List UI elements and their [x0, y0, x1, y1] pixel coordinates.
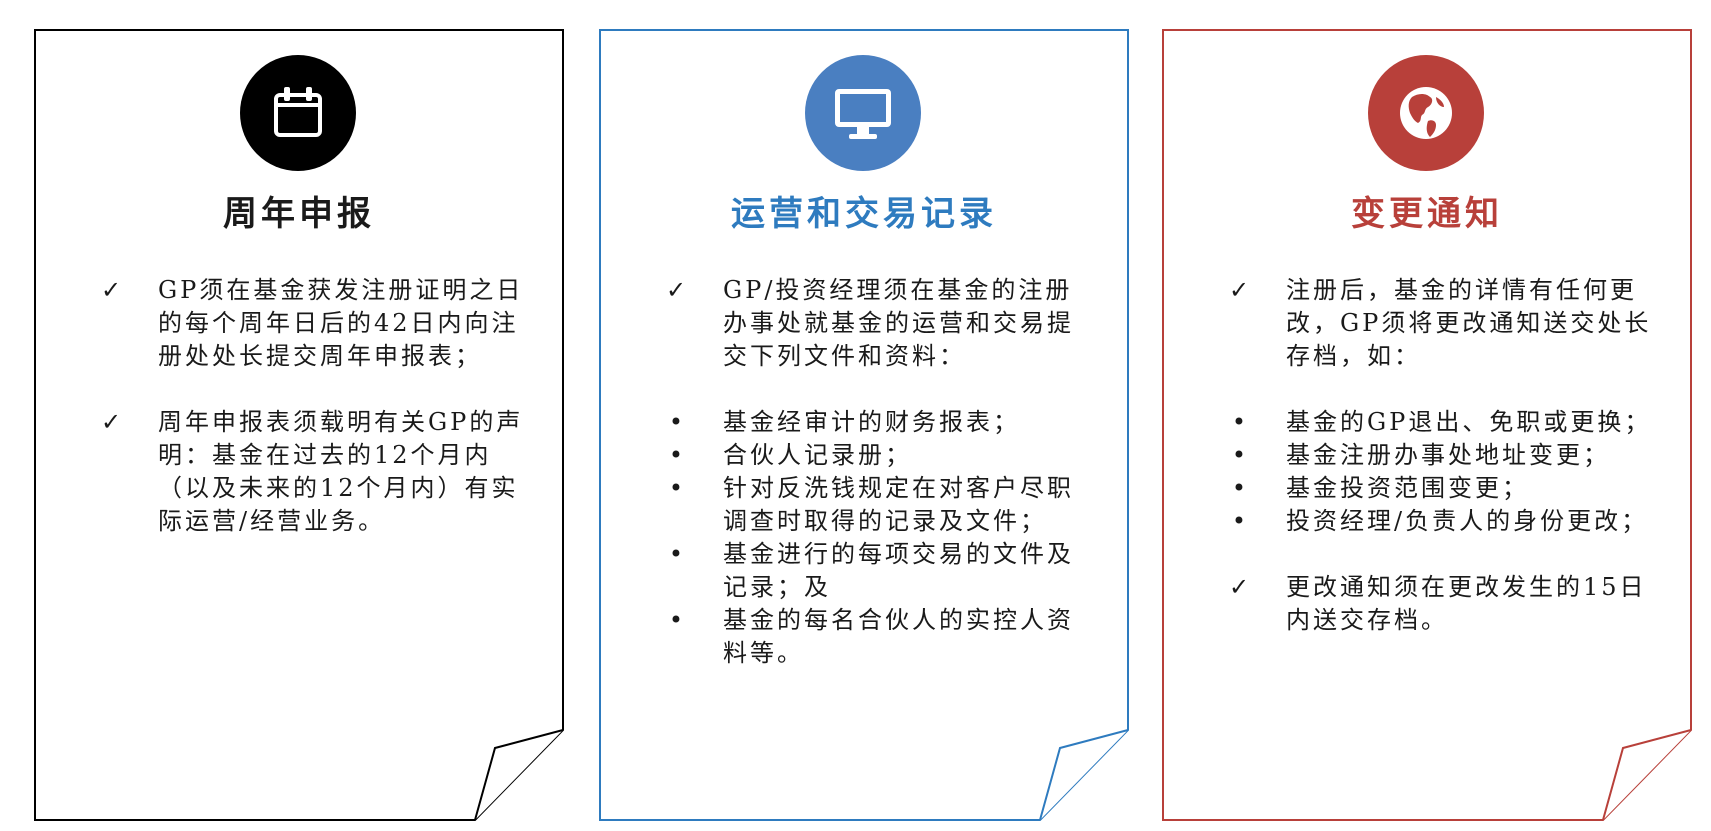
bullet-item-text: 基金注册办事处地址变更； [1286, 441, 1610, 469]
bullet-item: • 基金投资范围变更； [1213, 472, 1653, 505]
card-operations-records: 运营和交易记录 ✓ GP/投资经理须在基金的注册办事处就基金的运营和交易提交下列… [599, 29, 1129, 821]
card-content: ✓ GP须在基金获发注册证明之日的每个周年日后的42日内向注册处处长提交周年申报… [85, 274, 525, 538]
check-icon: ✓ [665, 276, 690, 304]
check-item: ✓ 周年申报表须载明有关GP的声明：基金在过去的12个月内（以及未来的12个月内… [85, 406, 525, 538]
bullet-item-text: 合伙人记录册； [723, 441, 912, 469]
globe-icon-circle [1368, 55, 1484, 171]
monitor-icon [835, 89, 891, 139]
card-frame [1162, 29, 1692, 821]
card-annual-return: 周年申报 ✓ GP须在基金获发注册证明之日的每个周年日后的42日内向注册处处长提… [34, 29, 564, 821]
bullet-item: • 基金注册办事处地址变更； [1213, 439, 1653, 472]
check-item-text: 更改通知须在更改发生的15日内送交存档。 [1286, 573, 1647, 634]
check-item: ✓ GP/投资经理须在基金的注册办事处就基金的运营和交易提交下列文件和资料： [650, 274, 1090, 373]
check-item: ✓ 更改通知须在更改发生的15日内送交存档。 [1213, 571, 1653, 637]
check-item-text: GP须在基金获发注册证明之日的每个周年日后的42日内向注册处处长提交周年申报表； [158, 276, 524, 370]
check-icon: ✓ [100, 276, 125, 304]
globe-icon [1400, 87, 1452, 139]
check-item: ✓ 注册后，基金的详情有任何更改，GP须将更改通知送交处长存档，如： [1213, 274, 1653, 373]
check-item-text: 注册后，基金的详情有任何更改，GP须将更改通知送交处长存档，如： [1286, 276, 1652, 370]
card-title: 变更通知 [1351, 194, 1503, 234]
bullet-icon: • [668, 441, 687, 469]
bullet-item-text: 针对反洗钱规定在对客户尽职调查时取得的记录及文件； [723, 474, 1074, 535]
bullet-item: • 投资经理/负责人的身份更改； [1213, 505, 1653, 538]
card-frame [34, 29, 564, 821]
bullet-item: • 合伙人记录册； [650, 439, 1090, 472]
card-title: 运营和交易记录 [731, 194, 997, 234]
check-item: ✓ GP须在基金获发注册证明之日的每个周年日后的42日内向注册处处长提交周年申报… [85, 274, 525, 373]
bullet-icon: • [668, 606, 687, 634]
bullet-icon: • [1231, 441, 1250, 469]
bullet-item-text: 基金投资范围变更； [1286, 474, 1529, 502]
check-item-text: GP/投资经理须在基金的注册办事处就基金的运营和交易提交下列文件和资料： [723, 276, 1074, 370]
bullet-item-text: 投资经理/负责人的身份更改； [1286, 507, 1649, 535]
card-frame [599, 29, 1129, 821]
bullet-item: • 基金的GP退出、免职或更换； [1213, 406, 1653, 439]
card-change-notice: 变更通知 ✓ 注册后，基金的详情有任何更改，GP须将更改通知送交处长存档，如： … [1162, 29, 1692, 821]
bullet-item: • 基金经审计的财务报表； [650, 406, 1090, 439]
calendar-icon-circle [240, 55, 356, 171]
check-icon: ✓ [1228, 276, 1253, 304]
bullet-item: • 基金的每名合伙人的实控人资料等。 [650, 604, 1090, 670]
bullet-item-text: 基金的GP退出、免职或更换； [1286, 408, 1652, 436]
card-content: ✓ 注册后，基金的详情有任何更改，GP须将更改通知送交处长存档，如： • 基金的… [1213, 274, 1653, 637]
bullet-item: • 基金进行的每项交易的文件及记录；及 [650, 538, 1090, 604]
check-icon: ✓ [100, 408, 125, 436]
calendar-icon [274, 87, 322, 137]
check-item-text: 周年申报表须载明有关GP的声明：基金在过去的12个月内（以及未来的12个月内）有… [158, 408, 524, 535]
card-title: 周年申报 [223, 194, 375, 234]
bullet-icon: • [1231, 507, 1250, 535]
bullet-item-text: 基金进行的每项交易的文件及记录；及 [723, 540, 1074, 601]
bullet-item-text: 基金的每名合伙人的实控人资料等。 [723, 606, 1074, 667]
monitor-icon-circle [805, 55, 921, 171]
card-content: ✓ GP/投资经理须在基金的注册办事处就基金的运营和交易提交下列文件和资料： •… [650, 274, 1090, 670]
bullet-item-text: 基金经审计的财务报表； [723, 408, 1020, 436]
bullet-icon: • [668, 540, 687, 568]
bullet-icon: • [668, 474, 687, 502]
bullet-item: • 针对反洗钱规定在对客户尽职调查时取得的记录及文件； [650, 472, 1090, 538]
check-icon: ✓ [1228, 573, 1253, 601]
bullet-icon: • [1231, 408, 1250, 436]
bullet-icon: • [668, 408, 687, 436]
bullet-icon: • [1231, 474, 1250, 502]
